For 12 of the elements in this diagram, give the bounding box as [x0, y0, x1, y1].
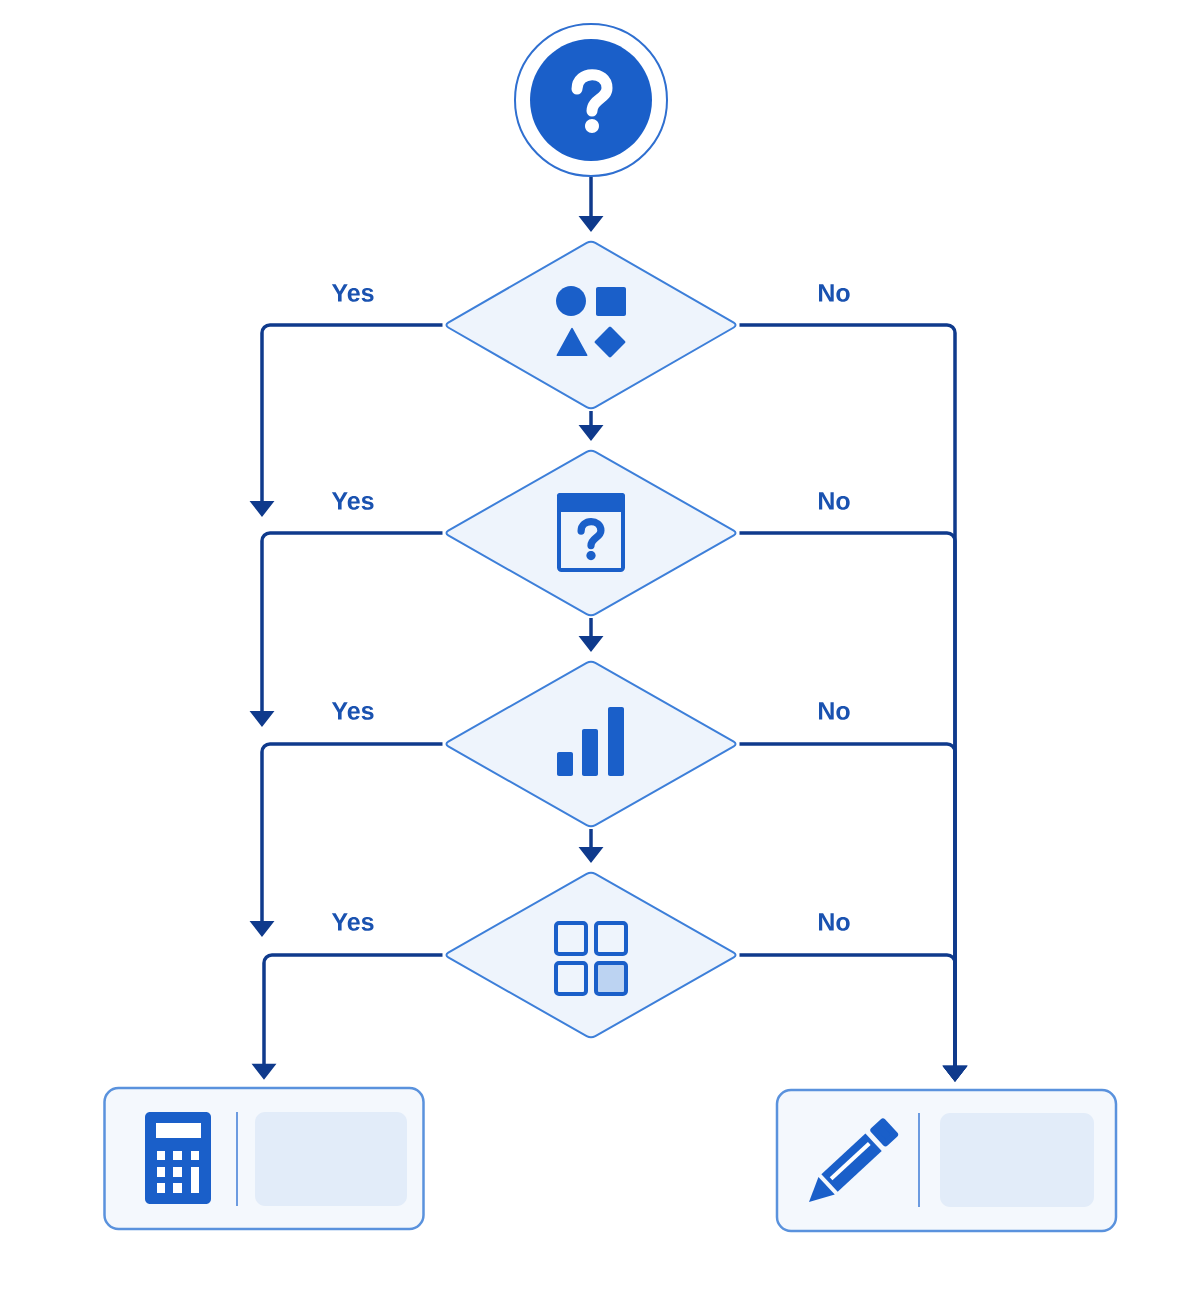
edge-label: No — [815, 911, 853, 933]
edge-label: Yes — [329, 282, 377, 304]
edge-label: No — [815, 700, 853, 722]
edge-label: Yes — [329, 911, 377, 933]
edge-label: No — [815, 282, 853, 304]
decision-diamond — [445, 660, 737, 828]
edge-label: Yes — [329, 700, 377, 722]
decision-diamond — [445, 240, 737, 410]
edge-label: Yes — [329, 490, 377, 512]
decision-diamond — [445, 449, 737, 617]
decision-diamond — [445, 871, 737, 1039]
edge-label: No — [815, 490, 853, 512]
